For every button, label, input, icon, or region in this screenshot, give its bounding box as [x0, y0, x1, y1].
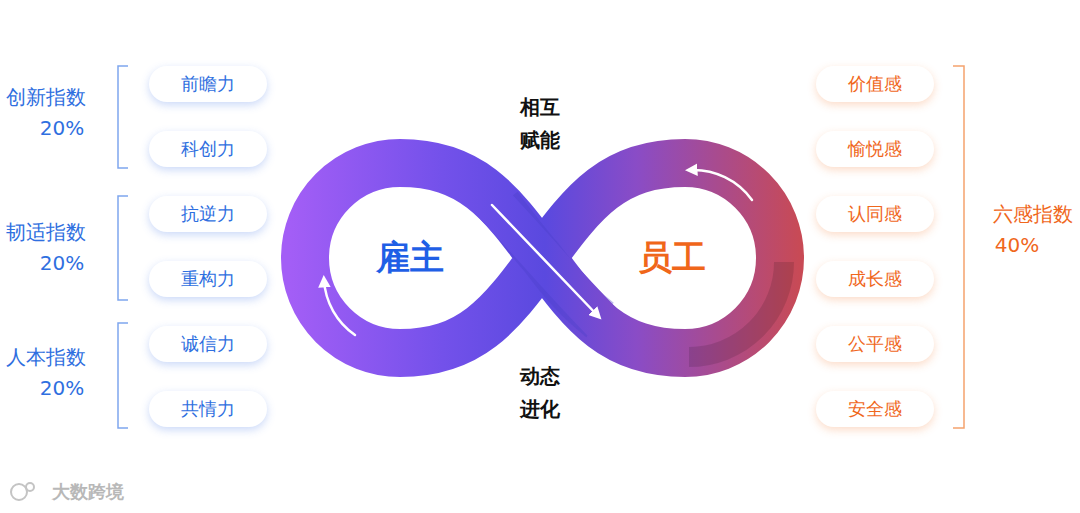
bracket — [953, 66, 964, 428]
index-weight: 40% — [995, 232, 1039, 259]
pill-box: 成长感 — [816, 261, 934, 297]
infinity-ribbon — [305, 163, 784, 357]
loop-title: 雇主 — [376, 235, 444, 281]
index-name: 人本指数 — [6, 344, 86, 371]
pill-box: 诚信力 — [149, 326, 267, 362]
flow-arrow — [324, 170, 752, 335]
index-name: 六感指数 — [993, 201, 1073, 228]
pill-text: 价值感 — [848, 72, 902, 96]
center-caption: 动态 进化 — [517, 360, 563, 426]
pill-text: 公平感 — [848, 332, 902, 356]
pill-text: 前瞻力 — [181, 72, 235, 96]
pill-box: 抗逆力 — [149, 196, 267, 232]
pill-box: 愉悦感 — [816, 131, 934, 167]
pill-text: 抗逆力 — [181, 202, 235, 226]
pill-box: 安全感 — [816, 391, 934, 427]
pill-text: 重构力 — [181, 267, 235, 291]
index-weight: 20% — [40, 115, 84, 142]
pill-text: 愉悦感 — [848, 137, 902, 161]
pill-box: 共情力 — [149, 391, 267, 427]
pill-text: 成长感 — [848, 267, 902, 291]
index-name: 创新指数 — [6, 84, 86, 111]
index-weight: 20% — [40, 375, 84, 402]
bracket — [118, 66, 128, 428]
loop-title: 员工 — [638, 235, 706, 281]
pill-box: 公平感 — [816, 326, 934, 362]
index-weight: 20% — [40, 250, 84, 277]
pill-text: 安全感 — [848, 397, 902, 421]
pill-box: 价值感 — [816, 66, 934, 102]
pill-text: 科创力 — [181, 137, 235, 161]
pill-text: 认同感 — [848, 202, 902, 226]
pill-box: 认同感 — [816, 196, 934, 232]
index-name: 韧适指数 — [6, 219, 86, 246]
pill-text: 共情力 — [181, 397, 235, 421]
watermark: 大数跨境 — [52, 480, 124, 504]
pill-text: 诚信力 — [181, 332, 235, 356]
center-caption: 相互 赋能 — [517, 91, 563, 157]
pill-box: 科创力 — [149, 131, 267, 167]
watermark-icon — [11, 483, 34, 500]
pill-box: 前瞻力 — [149, 66, 267, 102]
pill-box: 重构力 — [149, 261, 267, 297]
